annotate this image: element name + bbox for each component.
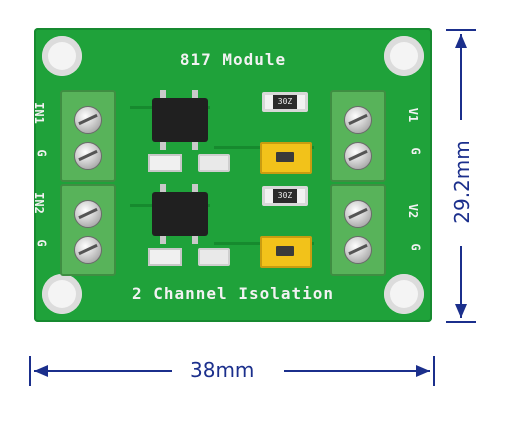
screw-icon <box>344 142 372 170</box>
mounting-hole-bottom-right <box>384 274 424 314</box>
smd-component <box>148 248 182 266</box>
terminal-block-v1 <box>330 90 386 182</box>
screw-icon <box>74 106 102 134</box>
screw-icon <box>74 200 102 228</box>
smd-component <box>148 154 182 172</box>
screw-icon <box>344 106 372 134</box>
screw-icon <box>74 142 102 170</box>
mounting-hole-top-left <box>42 36 82 76</box>
board-title: 817 Module <box>179 50 287 69</box>
screw-icon <box>344 236 372 264</box>
jumper-2 <box>260 236 312 268</box>
resistor-bottom: 30Z <box>262 186 308 206</box>
jumper-1 <box>260 142 312 174</box>
resistor-top: 30Z <box>262 92 308 112</box>
mounting-hole-top-right <box>384 36 424 76</box>
board-footer: 2 Channel Isolation <box>131 284 335 303</box>
optocoupler-chip-1 <box>152 90 208 150</box>
terminal-block-in1 <box>60 90 116 182</box>
pcb-board: 817 Module 2 Channel Isolation IN1 G IN2… <box>32 28 432 322</box>
led-indicator <box>198 154 230 172</box>
optocoupler-chip-2 <box>152 184 208 244</box>
terminal-block-in2 <box>60 184 116 276</box>
screw-icon <box>344 200 372 228</box>
screw-icon <box>74 236 102 264</box>
led-indicator <box>198 248 230 266</box>
mounting-hole-bottom-left <box>42 274 82 314</box>
terminal-block-v2 <box>330 184 386 276</box>
width-dimension-label: 38mm <box>190 358 255 382</box>
height-dimension-label: 29.2mm <box>450 140 474 224</box>
